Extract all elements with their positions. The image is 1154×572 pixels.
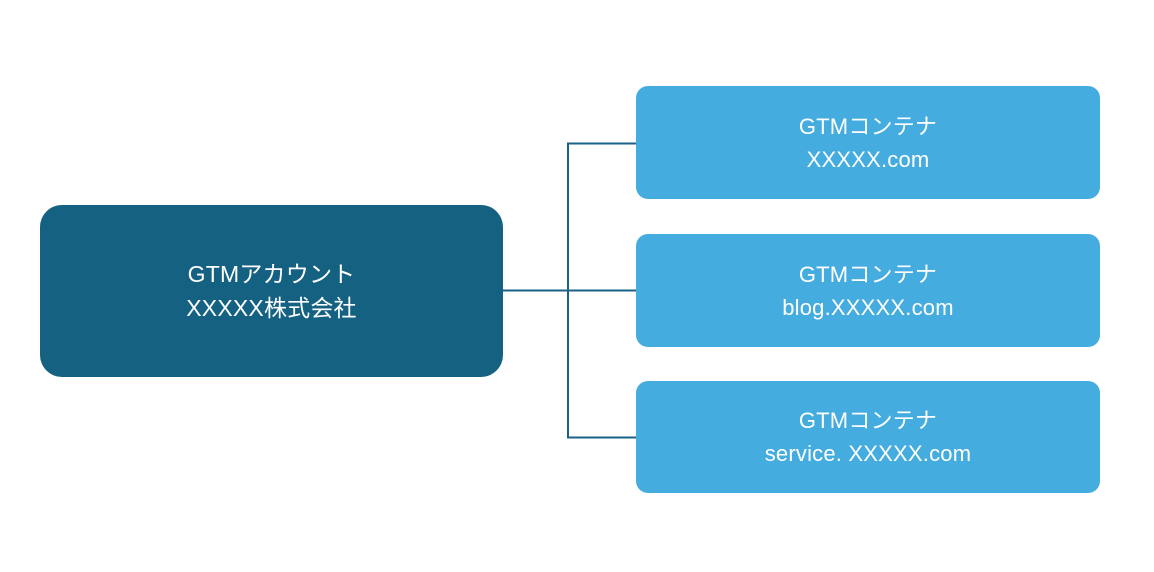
gtm-account-node[interactable]: GTMアカウント XXXXX株式会社	[40, 205, 503, 377]
gtm-container-line2-1: blog.XXXXX.com	[782, 294, 954, 320]
gtm-account-line1: GTMアカウント	[187, 261, 356, 287]
gtm-container-label-2: GTMコンテナ service. XXXXX.com	[765, 404, 972, 470]
gtm-container-label-0: GTMコンテナ XXXXX.com	[799, 110, 937, 176]
gtm-container-node-1[interactable]: GTMコンテナ blog.XXXXX.com	[636, 234, 1100, 347]
gtm-container-line2-2: service. XXXXX.com	[764, 441, 972, 466]
gtm-account-label: GTMアカウント XXXXX株式会社	[186, 257, 357, 325]
gtm-container-line1-1: GTMコンテナ	[798, 261, 938, 287]
gtm-container-node-0[interactable]: GTMコンテナ XXXXX.com	[636, 86, 1100, 199]
gtm-container-node-2[interactable]: GTMコンテナ service. XXXXX.com	[636, 381, 1100, 493]
gtm-container-line1-2: GTMコンテナ	[798, 408, 938, 433]
gtm-container-line1-0: GTMコンテナ	[798, 113, 938, 139]
gtm-container-label-1: GTMコンテナ blog.XXXXX.com	[782, 258, 954, 324]
gtm-account-line2: XXXXX株式会社	[186, 295, 357, 321]
gtm-container-line2-0: XXXXX.com	[806, 146, 930, 172]
